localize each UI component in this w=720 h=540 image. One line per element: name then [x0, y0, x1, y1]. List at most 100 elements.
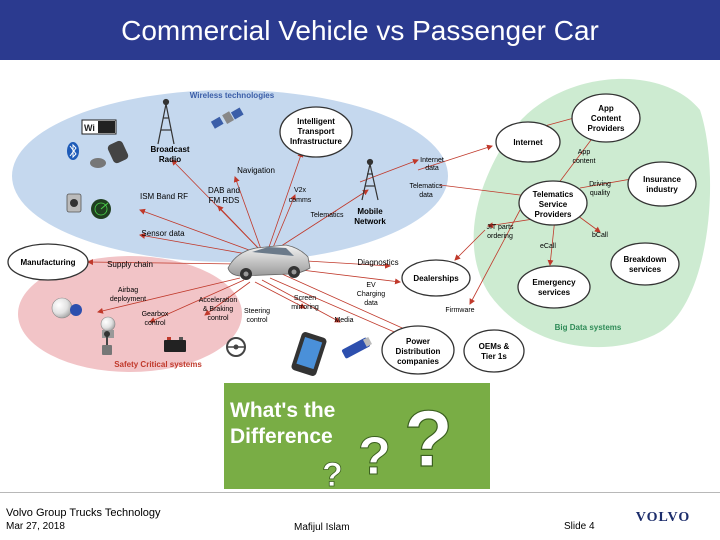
- telematics-label: Telematics: [310, 212, 344, 219]
- satellite-icon: [210, 107, 244, 129]
- svg-text:Internet: Internet: [513, 138, 543, 147]
- svg-text:Power: Power: [406, 337, 430, 346]
- svg-text:Intelligent: Intelligent: [297, 117, 335, 126]
- node-internet: Internet: [495, 121, 561, 163]
- navigation-label: Navigation: [237, 166, 275, 175]
- svg-text:?: ?: [358, 426, 391, 486]
- footer-divider: [0, 492, 720, 493]
- diagnostics-label: Diagnostics: [357, 258, 398, 267]
- screen-mirroring-label-2: mirroring: [291, 304, 319, 311]
- broadcast-tower-icon: [157, 98, 175, 145]
- node-insurance-industry: Insurance industry: [627, 161, 697, 207]
- v2x-comms-label: V2x: [294, 187, 307, 194]
- ecall-label: eCall: [540, 243, 556, 250]
- screen-mirroring-label: Screen: [294, 295, 316, 302]
- usb-stick-icon: [341, 336, 373, 359]
- v2x-comms-label-2: comms: [289, 197, 312, 204]
- jit-parts-label-2: ordering: [487, 233, 513, 240]
- svg-text:Providers: Providers: [535, 210, 572, 219]
- difference-line-2: Difference: [230, 425, 333, 448]
- node-breakdown-services: Breakdown services: [610, 242, 680, 286]
- node-dealerships: Dealerships: [401, 259, 471, 297]
- svg-text:Distribution: Distribution: [396, 347, 441, 356]
- footer-slide-number: Slide 4: [564, 521, 595, 532]
- svg-text:Providers: Providers: [588, 124, 625, 133]
- node-manufacturing: Manufacturing: [7, 243, 89, 281]
- vehicle-connectivity-diagram: Wireless technologies Safety Critical sy…: [7, 78, 711, 492]
- acceleration-braking-label-2: & Braking: [203, 306, 233, 313]
- driving-quality-label-2: quality: [590, 190, 611, 197]
- footer-author: Mafijul Islam: [294, 522, 350, 533]
- footer-organization: Volvo Group Trucks Technology: [6, 507, 161, 519]
- key-fob-icon: [90, 140, 129, 168]
- safety-region-label: Safety Critical systems: [114, 360, 202, 369]
- svg-text:?: ?: [404, 394, 453, 483]
- svg-text:Tier 1s: Tier 1s: [481, 352, 507, 361]
- jit-parts-label: JIT parts: [486, 224, 514, 231]
- svg-text:Wi Fi: Wi Fi: [84, 123, 105, 133]
- svg-text:Telematics: Telematics: [533, 190, 574, 199]
- ism-band-rf-label: ISM Band RF: [140, 192, 188, 201]
- title-bar: [0, 0, 720, 60]
- internet-data-label: Internet: [420, 157, 444, 164]
- svg-text:Transport: Transport: [298, 127, 335, 136]
- car-icon: [227, 244, 311, 280]
- node-oems-tier1s: OEMs & Tier 1s: [463, 329, 525, 373]
- ev-charging-label-2: Charging: [357, 291, 386, 298]
- big-data-region-label: Big Data systems: [555, 323, 622, 332]
- svg-text:Insurance: Insurance: [643, 175, 681, 184]
- gearbox-control-label: Gearbox: [142, 311, 169, 318]
- radar-icon: [91, 199, 111, 219]
- broadcast-radio-label: Broadcast: [150, 145, 189, 154]
- acceleration-braking-label-3: control: [207, 315, 228, 322]
- svg-text:VOLVO: VOLVO: [636, 510, 691, 524]
- steering-control-label: Steering: [244, 308, 270, 315]
- mobile-network-label-2: Network: [354, 217, 386, 226]
- gearbox-control-label-2: control: [144, 320, 165, 327]
- app-content-label: App: [578, 149, 591, 156]
- driving-quality-label: Driving: [589, 181, 611, 188]
- footer-date: Mar 27, 2018: [6, 521, 65, 532]
- svg-text:?: ?: [322, 456, 343, 492]
- mobile-network-tower-icon: [361, 158, 379, 201]
- ev-charging-label-3: data: [364, 300, 378, 307]
- steering-control-label-2: control: [246, 317, 267, 324]
- sensor-data-label: Sensor data: [141, 229, 185, 238]
- airbag-icon: [51, 297, 82, 319]
- telematics-data-label-2: data: [419, 192, 433, 199]
- difference-graphic: What's the Difference ? ? ?: [224, 383, 490, 492]
- difference-line-1: What's the: [230, 399, 335, 422]
- wireless-region-label: Wireless technologies: [190, 91, 275, 100]
- parking-sensor-icon: [66, 193, 82, 213]
- node-its-infrastructure: Intelligent Transport Infrastructure: [279, 106, 353, 158]
- svg-text:App: App: [598, 104, 614, 113]
- airbag-deployment-label: Airbag: [118, 287, 138, 294]
- volvo-logo: VOLVO: [636, 510, 691, 524]
- svg-text:services: services: [538, 288, 571, 297]
- internet-data-label-2: data: [425, 165, 439, 172]
- svg-text:industry: industry: [646, 185, 678, 194]
- svg-text:Manufacturing: Manufacturing: [20, 258, 75, 267]
- gear-lever-icon: [102, 331, 112, 355]
- dab-fm-rds-label: DAB and: [208, 186, 240, 195]
- svg-text:Service: Service: [539, 200, 568, 209]
- bcall-label: bCall: [592, 232, 608, 239]
- broadcast-radio-label-2: Radio: [159, 155, 181, 164]
- question-marks-icon: ? ? ?: [322, 393, 454, 492]
- node-telematics-service-providers: Telematics Service Providers: [518, 180, 588, 226]
- svg-text:Emergency: Emergency: [532, 278, 576, 287]
- node-emergency-services: Emergency services: [517, 265, 591, 309]
- connector-arrows: [87, 113, 638, 345]
- app-content-label-2: content: [573, 158, 596, 165]
- slide-title: Commercial Vehicle vs Passenger Car: [121, 15, 599, 46]
- media-label: Media: [334, 317, 353, 324]
- dab-fm-rds-label-2: FM RDS: [209, 196, 240, 205]
- airbag-deployment-label-2: deployment: [110, 296, 146, 303]
- battery-icon: [164, 337, 186, 352]
- acceleration-braking-label: Acceleration: [199, 297, 238, 304]
- ev-charging-label: EV: [366, 282, 376, 289]
- telematics-data-label: Telematics: [409, 183, 443, 190]
- firmware-label: Firmware: [445, 307, 474, 314]
- smartphone-icon: [291, 332, 327, 376]
- mobile-network-label: Mobile: [357, 207, 383, 216]
